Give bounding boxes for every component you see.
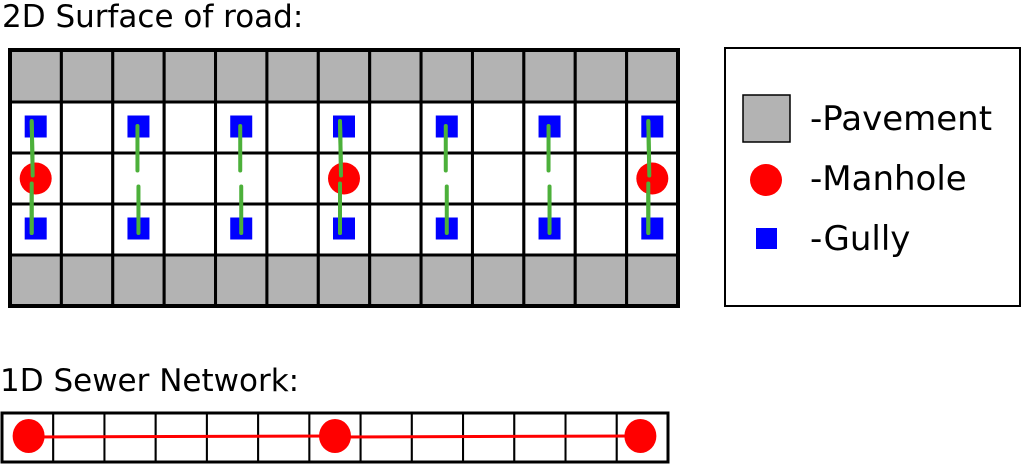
legend-gully-label: -Gully <box>810 219 911 259</box>
pavement-cell <box>316 48 372 104</box>
gully <box>333 217 355 240</box>
road-cell <box>162 151 218 206</box>
pavement-cell <box>573 48 629 104</box>
sewer-manhole <box>319 419 351 453</box>
road-cell <box>573 100 629 155</box>
sewer-manhole <box>12 419 45 453</box>
legend-pavement-label: -Pavement <box>810 99 993 139</box>
pavement-cell <box>316 253 372 308</box>
pavement-cell <box>111 48 166 104</box>
road-cell <box>162 202 218 257</box>
manhole <box>19 162 52 195</box>
sewer-network <box>0 411 670 464</box>
road-cell <box>368 151 423 206</box>
road-cell <box>470 151 526 206</box>
pavement-cell <box>265 253 320 308</box>
pavement-cell <box>573 253 629 308</box>
sewer-title: 1D Sewer Network: <box>0 363 300 399</box>
sewer-pipe <box>334 434 641 439</box>
pavement-cell <box>59 253 115 308</box>
pavement-cell <box>214 48 269 104</box>
road-cell <box>59 151 115 206</box>
pavement-cell <box>8 48 63 104</box>
gully-manhole-link <box>338 120 343 178</box>
road-cell <box>470 202 526 257</box>
pavement-cell <box>419 253 474 308</box>
sewer-border <box>0 411 670 464</box>
pavement-cell <box>8 253 63 308</box>
road-cell <box>59 202 115 257</box>
manhole <box>328 162 360 195</box>
pavement-cell <box>162 48 218 104</box>
sewer-pipe <box>28 434 336 439</box>
road-cell <box>265 151 320 206</box>
legend-manhole-label: -Manhole <box>810 159 967 199</box>
legend-pavement-icon <box>742 94 791 143</box>
road-cell <box>59 100 115 155</box>
gully-manhole-link <box>646 120 652 178</box>
sewer-manhole <box>624 419 657 453</box>
gully <box>641 217 664 240</box>
road-cell <box>470 100 526 155</box>
pavement-cell <box>162 253 218 308</box>
pavement-cell <box>214 253 269 308</box>
road-cell <box>162 100 218 155</box>
gully <box>24 217 47 240</box>
pavement-cell <box>522 253 577 308</box>
pavement-cell <box>368 253 423 308</box>
legend <box>724 47 1021 307</box>
pavement-cell <box>265 48 320 104</box>
road-cell <box>573 151 629 206</box>
surface-title: 2D Surface of road: <box>2 0 304 35</box>
pavement-cell <box>470 48 526 104</box>
pavement-cell <box>625 48 680 104</box>
manhole <box>636 162 669 195</box>
road-surface-grid <box>8 48 680 308</box>
pavement-cell <box>368 48 423 104</box>
road-border <box>8 48 680 308</box>
gully <box>24 115 47 138</box>
pavement-cell <box>111 253 166 308</box>
pavement-cell <box>470 253 526 308</box>
road-cell <box>368 100 423 155</box>
legend-manhole-icon <box>750 164 782 196</box>
road-cell <box>573 202 629 257</box>
road-cell <box>368 202 423 257</box>
gully <box>641 115 664 138</box>
legend-gully-icon <box>756 228 777 249</box>
road-cell <box>265 202 320 257</box>
road-cell <box>265 100 320 155</box>
pavement-cell <box>522 48 577 104</box>
pavement-cell <box>419 48 474 104</box>
gully <box>333 115 355 138</box>
pavement-cell <box>625 253 680 308</box>
gully-manhole-link <box>29 120 35 178</box>
pavement-cell <box>59 48 115 104</box>
